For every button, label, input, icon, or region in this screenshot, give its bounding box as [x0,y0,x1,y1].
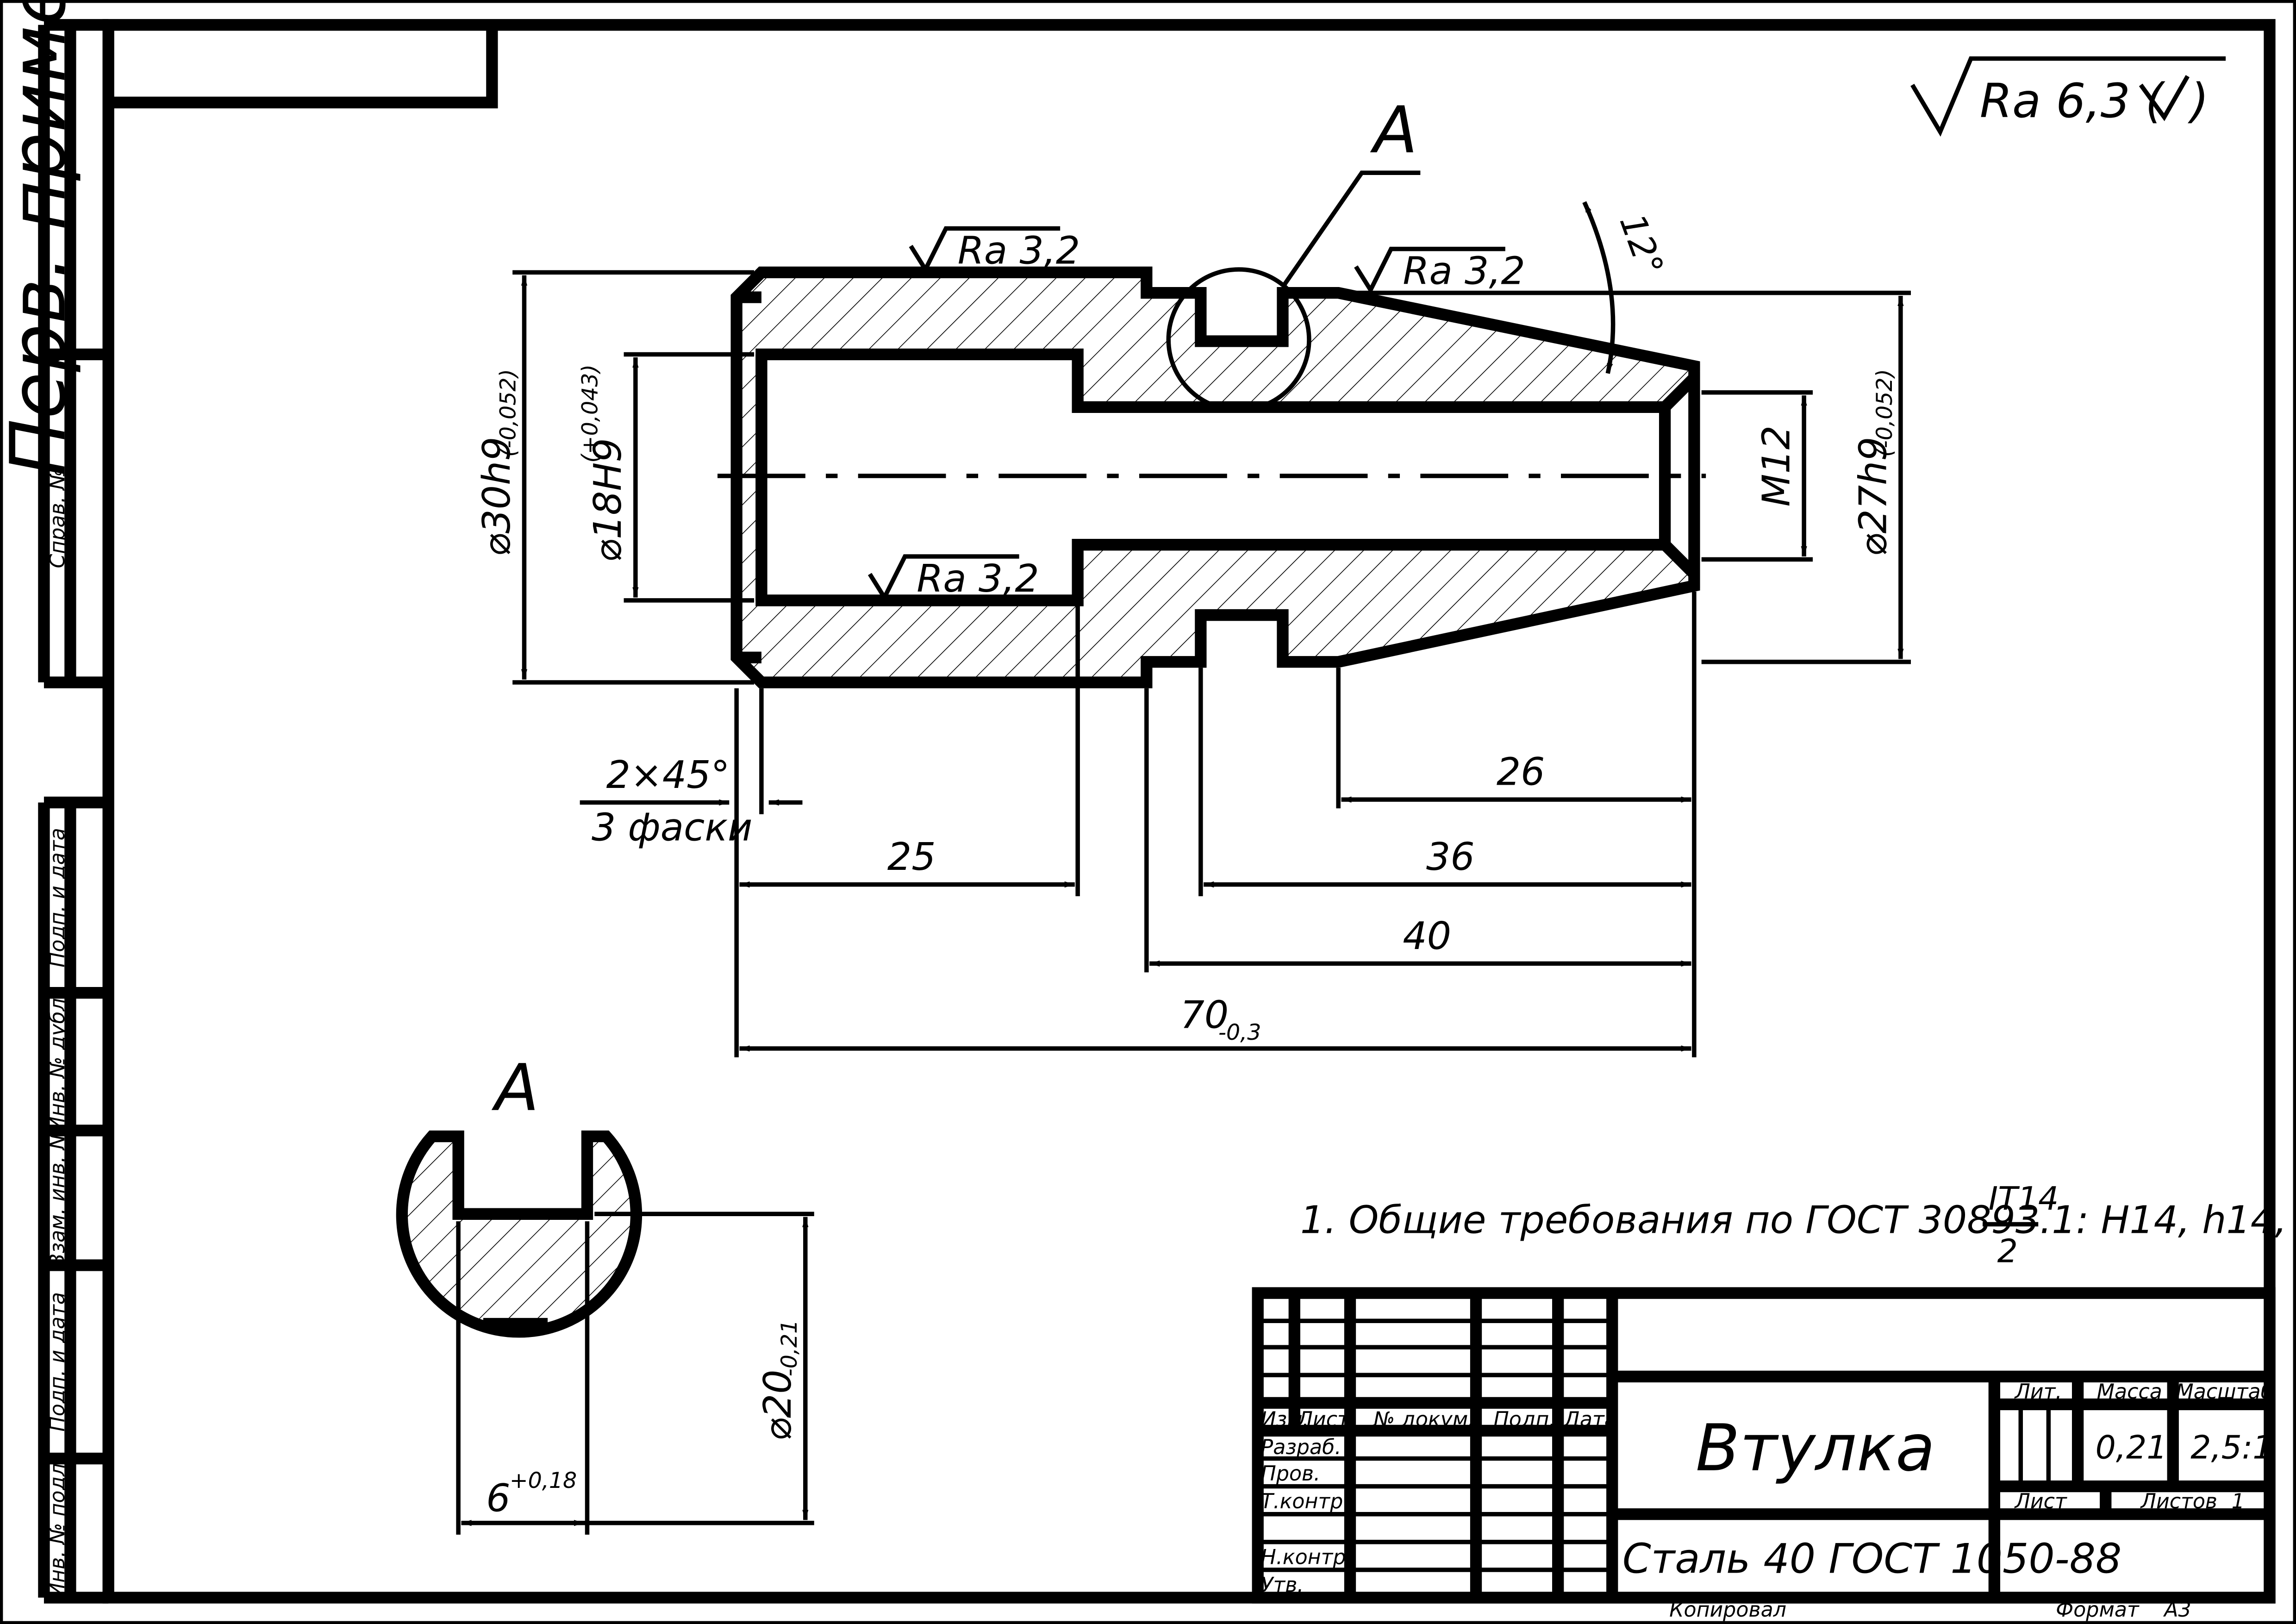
tb-header-sign: Подп. [1494,1408,1556,1431]
side-column-labels: Перв. примен. Справ. № Подп. и дата Инв.… [0,0,82,1598]
technical-requirements: 1. Общие требования по ГОСТ 30893.1: H14… [1300,1180,2296,1270]
svg-text:): ) [2187,74,2209,128]
tb-mass-label: Масса [2097,1380,2162,1404]
dim-26: 26 [1497,750,1545,794]
side-label-sign-date-2: Подп. и дата [46,1292,69,1432]
side-label-dup-no: Инв. № дубл. [46,992,69,1132]
side-label-sign-date-1: Подп. и дата [46,828,69,968]
tb-scale-label: Масштаб [2176,1380,2273,1404]
footer-format-label: Формат [2056,1598,2140,1622]
dim-m12: M12 [1754,425,1798,507]
tb-material: Сталь 40 ГОСТ 1050-88 [1622,1535,2121,1582]
section-view: А ⌀20 -0,21 6 +0,18 [396,1050,814,1535]
tb-lit-label: Лит. [2014,1380,2062,1404]
dim-chamfer-note: 3 фаски [592,806,753,850]
tb-role-developer: Разраб. [1261,1436,1341,1459]
dim-d27-tol: (-0,052) [1872,369,1897,457]
tb-role-norm-control: Н.контр. [1261,1545,1353,1569]
dim-70: 70 [1180,993,1229,1037]
side-label-ref-no: Справ. № [46,468,69,568]
footer: Копировал Формат А3 [1669,1598,2191,1622]
main-view: А [718,93,1706,688]
req-denominator: 2 [1997,1233,2018,1270]
dim-d20-tol: -0,21 [777,1320,802,1377]
req-text: 1. Общие требования по ГОСТ 30893.1: H14… [1300,1198,2296,1242]
section-shape [396,1130,643,1338]
tb-header-sheet: Лист [1297,1408,1350,1431]
dim-d18: ⌀18H9 [586,438,630,562]
tb-part-name: Втулка [1696,1411,1935,1486]
dim-line-angle [1582,201,1616,374]
dim-d27: ⌀27h9 [1851,437,1895,556]
dim-40: 40 [1403,914,1451,958]
dim-angle: 12° [1612,209,1672,281]
detail-label: А [1370,93,1417,168]
bore-cavity [755,348,1700,606]
dim-d20: ⌀20 [756,1369,800,1441]
general-roughness-text: Ra 6,3 ( [1980,74,2166,128]
tb-sheets-value: 1 [2232,1490,2245,1513]
dim-chamfer: 2×45° [606,753,730,797]
roughness-bore: Ra 3,2 [917,557,1039,601]
roughness-cone: Ra 3,2 [1403,250,1525,294]
tb-header-docno: № докум. [1373,1408,1474,1431]
section-label: А [491,1050,539,1125]
tb-header-date: Дата [1563,1408,1617,1431]
dim-slot-tol: +0,18 [510,1468,577,1493]
dim-d30-tol: (-0,052) [495,369,521,457]
footer-format-value: А3 [2163,1598,2191,1622]
tb-header-change: Изм. [1261,1408,1309,1431]
dim-25: 25 [887,835,936,879]
req-numerator: IT14 [1989,1180,2059,1218]
dim-70-tol: -0,3 [1218,1020,1261,1045]
detail-circle [1166,267,1311,412]
roughness-outer-left: Ra 3,2 [958,229,1080,273]
side-label-orig-no: Инв. № подл. [46,1457,69,1598]
footer-copied: Копировал [1669,1598,1786,1622]
tb-sheet-label: Лист [2014,1490,2067,1513]
dim-slot: 6 [486,1476,510,1520]
dim-d30: ⌀30h9 [475,437,519,556]
side-label-replace-no: Взам. инв. № [46,1128,69,1268]
tb-role-checked: Пров. [1261,1462,1321,1486]
tb-role-tech-control: Т.контр. [1261,1490,1350,1513]
dim-d18-tol: (+0,043) [578,364,603,463]
title-block: Изм. Лист № докум. Подп. Дата Разраб. Пр… [1252,1287,2276,1604]
general-roughness: Ra 6,3 ( ) [1910,56,2226,137]
tb-scale-value: 2,5:1 [2190,1429,2273,1467]
side-label-first-use: Перв. примен. [0,0,82,476]
tb-sheets-label: Листов [2140,1490,2217,1513]
dimensions: ⌀30h9 (-0,052) ⌀18H9 (+0,043) M12 ⌀27h9 … [475,201,1911,1057]
dim-36: 36 [1426,835,1475,879]
tb-role-approved: Утв. [1261,1573,1304,1597]
roughness-marks: Ra 3,2 Ra 3,2 Ra 3,2 [867,226,1525,602]
tb-mass-value: 0,21 [2096,1429,2167,1467]
